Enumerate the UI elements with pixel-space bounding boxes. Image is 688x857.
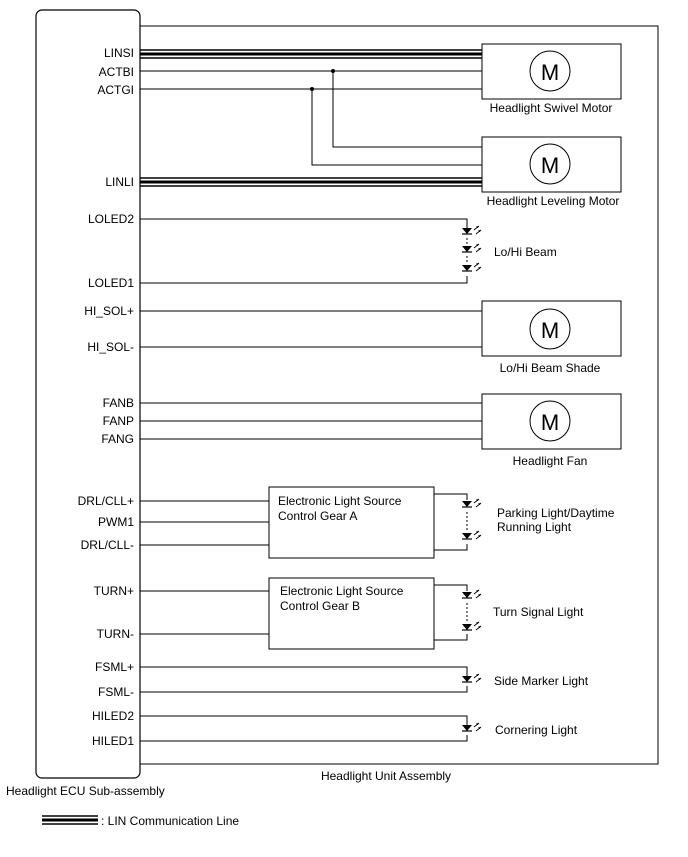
fan-label: Headlight Fan	[513, 454, 588, 468]
wires	[140, 49, 482, 742]
motor-icon	[529, 400, 571, 442]
wire-hiled1	[140, 735, 468, 742]
svg-text:M: M	[541, 60, 559, 85]
svg-text:Control Gear B: Control Gear B	[280, 599, 360, 613]
led-icon	[461, 621, 482, 631]
swivel-motor-label: Headlight Swivel Motor	[490, 101, 613, 115]
pin-fsml-plus: FSML+	[95, 660, 134, 674]
led-icon	[461, 530, 482, 540]
junction-dot-actbi	[331, 69, 335, 73]
wire-fsml-minus	[140, 686, 468, 693]
cornering-light-label: Cornering Light	[495, 723, 578, 737]
ecu-box	[35, 9, 141, 779]
legend-lin-label: : LIN Communication Line	[101, 814, 239, 828]
pin-loled2: LOLED2	[88, 212, 134, 226]
pin-turn-plus: TURN+	[94, 584, 134, 598]
wire-loled1	[140, 276, 468, 284]
led-icon	[461, 243, 482, 253]
pin-turn-minus: TURN-	[97, 627, 134, 641]
pin-fanp: FANP	[103, 414, 134, 428]
pin-drl-plus: DRL/CLL+	[78, 494, 134, 508]
svg-text:Control Gear A: Control Gear A	[278, 509, 357, 523]
pin-hiled1: HILED1	[92, 734, 134, 748]
side-marker-label: Side Marker Light	[494, 674, 589, 688]
wire-fsml-plus	[140, 666, 468, 676]
svg-text:Running Light: Running Light	[497, 520, 572, 534]
pin-actgi: ACTGI	[97, 83, 134, 97]
pin-loled1: LOLED1	[88, 276, 134, 290]
led-icon	[461, 589, 482, 599]
pin-fanb: FANB	[103, 396, 134, 410]
led-icon	[461, 673, 482, 683]
wire-hiled2	[140, 715, 468, 725]
motor-icon	[529, 50, 571, 92]
pin-pwm1: PWM1	[98, 515, 134, 529]
svg-text:M: M	[541, 153, 559, 178]
control-gear-b-box	[268, 577, 435, 650]
svg-text:M: M	[541, 318, 559, 343]
control-gear-a-label: Electronic Light Source	[278, 494, 402, 508]
pin-actbi: ACTBI	[99, 65, 134, 79]
ecu-pin-labels: LINSI ACTBI ACTGI LINLI LOLED2 LOLED1 HI…	[78, 46, 135, 748]
pin-hi-sol-minus: HI_SOL-	[87, 340, 134, 354]
led-icon	[461, 498, 482, 508]
pin-linli: LINLI	[105, 175, 134, 189]
parking-light-label: Parking Light/Daytime	[497, 506, 615, 520]
legend: : LIN Communication Line	[42, 814, 239, 828]
motor-icon	[529, 143, 571, 185]
control-gear-a-box	[268, 486, 435, 559]
pin-fang: FANG	[101, 432, 134, 446]
led-icon	[461, 722, 482, 732]
control-gear-b-label: Electronic Light Source	[280, 584, 404, 598]
led-icon	[461, 225, 482, 235]
turn-signal-label: Turn Signal Light	[493, 605, 584, 619]
unit-name: Headlight Unit Assembly	[321, 769, 451, 783]
pin-drl-minus: DRL/CLL-	[81, 538, 134, 552]
motor-icon	[529, 308, 571, 350]
ecu-name: Headlight ECU Sub-assembly	[6, 784, 165, 798]
svg-text:M: M	[541, 410, 559, 435]
junction-dot-actgi	[310, 87, 314, 91]
pin-hiled2: HILED2	[92, 709, 134, 723]
pin-fsml-minus: FSML-	[98, 685, 134, 699]
beam-shade-label: Lo/Hi Beam Shade	[500, 361, 601, 375]
lohi-beam-label: Lo/Hi Beam	[494, 245, 557, 259]
pin-hi-sol-plus: HI_SOL+	[84, 304, 134, 318]
led-icon	[461, 262, 482, 272]
wire-loled2	[140, 218, 468, 228]
leveling-motor-label: Headlight Leveling Motor	[487, 194, 620, 208]
pin-linsi: LINSI	[104, 46, 134, 60]
